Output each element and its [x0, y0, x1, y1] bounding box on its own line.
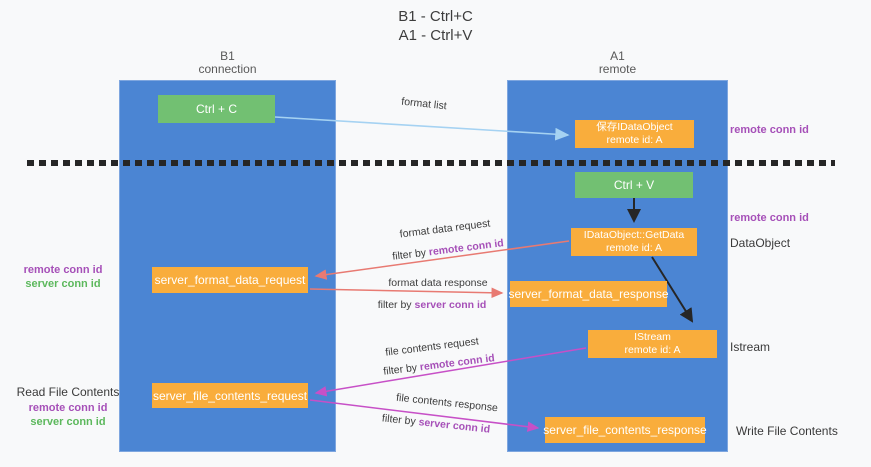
column-left-name: B1 — [220, 49, 235, 63]
node-server-file-contents-request-label: server_file_contents_request — [152, 388, 308, 403]
node-server-format-data-request-label: server_format_data_request — [154, 273, 306, 287]
node-server-format-data-response: server_format_data_response — [508, 281, 669, 307]
node-getdata-line2: remote id: A — [605, 242, 663, 254]
node-save-dataobject-line2: remote id: A — [606, 134, 663, 146]
left-conn-id-group-format: remote conn id server conn id — [8, 263, 118, 291]
column-left-header: B1 connection — [119, 50, 336, 76]
label-remote-conn-id-left: remote conn id — [23, 264, 103, 276]
node-server-format-data-response-label: server_format_data_response — [508, 287, 669, 301]
label-remote-conn-id-left-2: remote conn id — [28, 402, 108, 414]
arrow-format-data-response — [309, 287, 504, 299]
label-dataobject: DataObject — [730, 236, 791, 250]
server-conn-id-text: server conn id — [414, 299, 487, 311]
title-line-2: A1 - Ctrl+V — [398, 27, 473, 44]
column-right-role: remote — [598, 62, 637, 76]
node-ctrl-c-label: Ctrl + C — [195, 102, 237, 116]
label-istream: Istream — [730, 340, 771, 354]
filter-by-text: filter by — [381, 412, 417, 428]
node-server-format-data-request: server_format_data_request — [152, 267, 308, 293]
filter-by-text: filter by — [391, 246, 427, 263]
node-ctrl-v-label: Ctrl + V — [613, 178, 655, 192]
column-right-name: A1 — [610, 49, 625, 63]
label-read-file-contents: Read File Contents — [16, 385, 120, 399]
remote-conn-id-text: remote conn id — [419, 352, 496, 374]
label-write-file-contents: Write File Contents — [736, 424, 838, 438]
node-getdata: IDataObject::GetData remote id: A — [571, 228, 697, 256]
label-format-data-response: format data response — [388, 277, 488, 289]
node-ctrl-c: Ctrl + C — [158, 95, 275, 123]
server-conn-id-text: server conn id — [417, 416, 491, 436]
node-server-file-contents-response: server_file_contents_response — [543, 417, 707, 443]
label-remote-conn-id-mid-right: remote conn id — [730, 212, 809, 224]
node-save-dataobject: 保存IDataObject remote id: A — [575, 120, 694, 148]
column-left-role: connection — [198, 62, 257, 76]
label-format-list: format list — [400, 95, 448, 113]
label-server-conn-id-left: server conn id — [25, 278, 101, 290]
node-save-dataobject-line1: 保存IDataObject — [596, 121, 673, 133]
column-right-header: A1 remote — [507, 50, 728, 76]
left-conn-id-group-file: Read File Contents remote conn id server… — [13, 385, 123, 429]
remote-conn-id-text: remote conn id — [428, 237, 505, 259]
label-file-contents-response: file contents response — [395, 391, 499, 415]
label-format-data-request: format data request — [399, 217, 491, 241]
node-istream: IStream remote id: A — [588, 330, 717, 358]
node-ctrl-v: Ctrl + V — [575, 172, 693, 198]
section-divider-dashed — [27, 160, 835, 166]
node-server-file-contents-response-label: server_file_contents_response — [543, 423, 707, 437]
node-getdata-line1: IDataObject::GetData — [583, 229, 685, 241]
filter-by-text: filter by — [377, 299, 412, 311]
filter-by-text: filter by — [382, 361, 418, 378]
node-istream-line1: IStream — [634, 331, 671, 343]
title-line-1: B1 - Ctrl+C — [398, 8, 473, 25]
label-remote-conn-id-top-right: remote conn id — [730, 124, 809, 136]
label-server-conn-id-left-2: server conn id — [30, 416, 106, 428]
node-istream-line2: remote id: A — [624, 344, 681, 356]
node-server-file-contents-request: server_file_contents_request — [152, 383, 308, 408]
page-title: B1 - Ctrl+C A1 - Ctrl+V — [0, 7, 871, 45]
